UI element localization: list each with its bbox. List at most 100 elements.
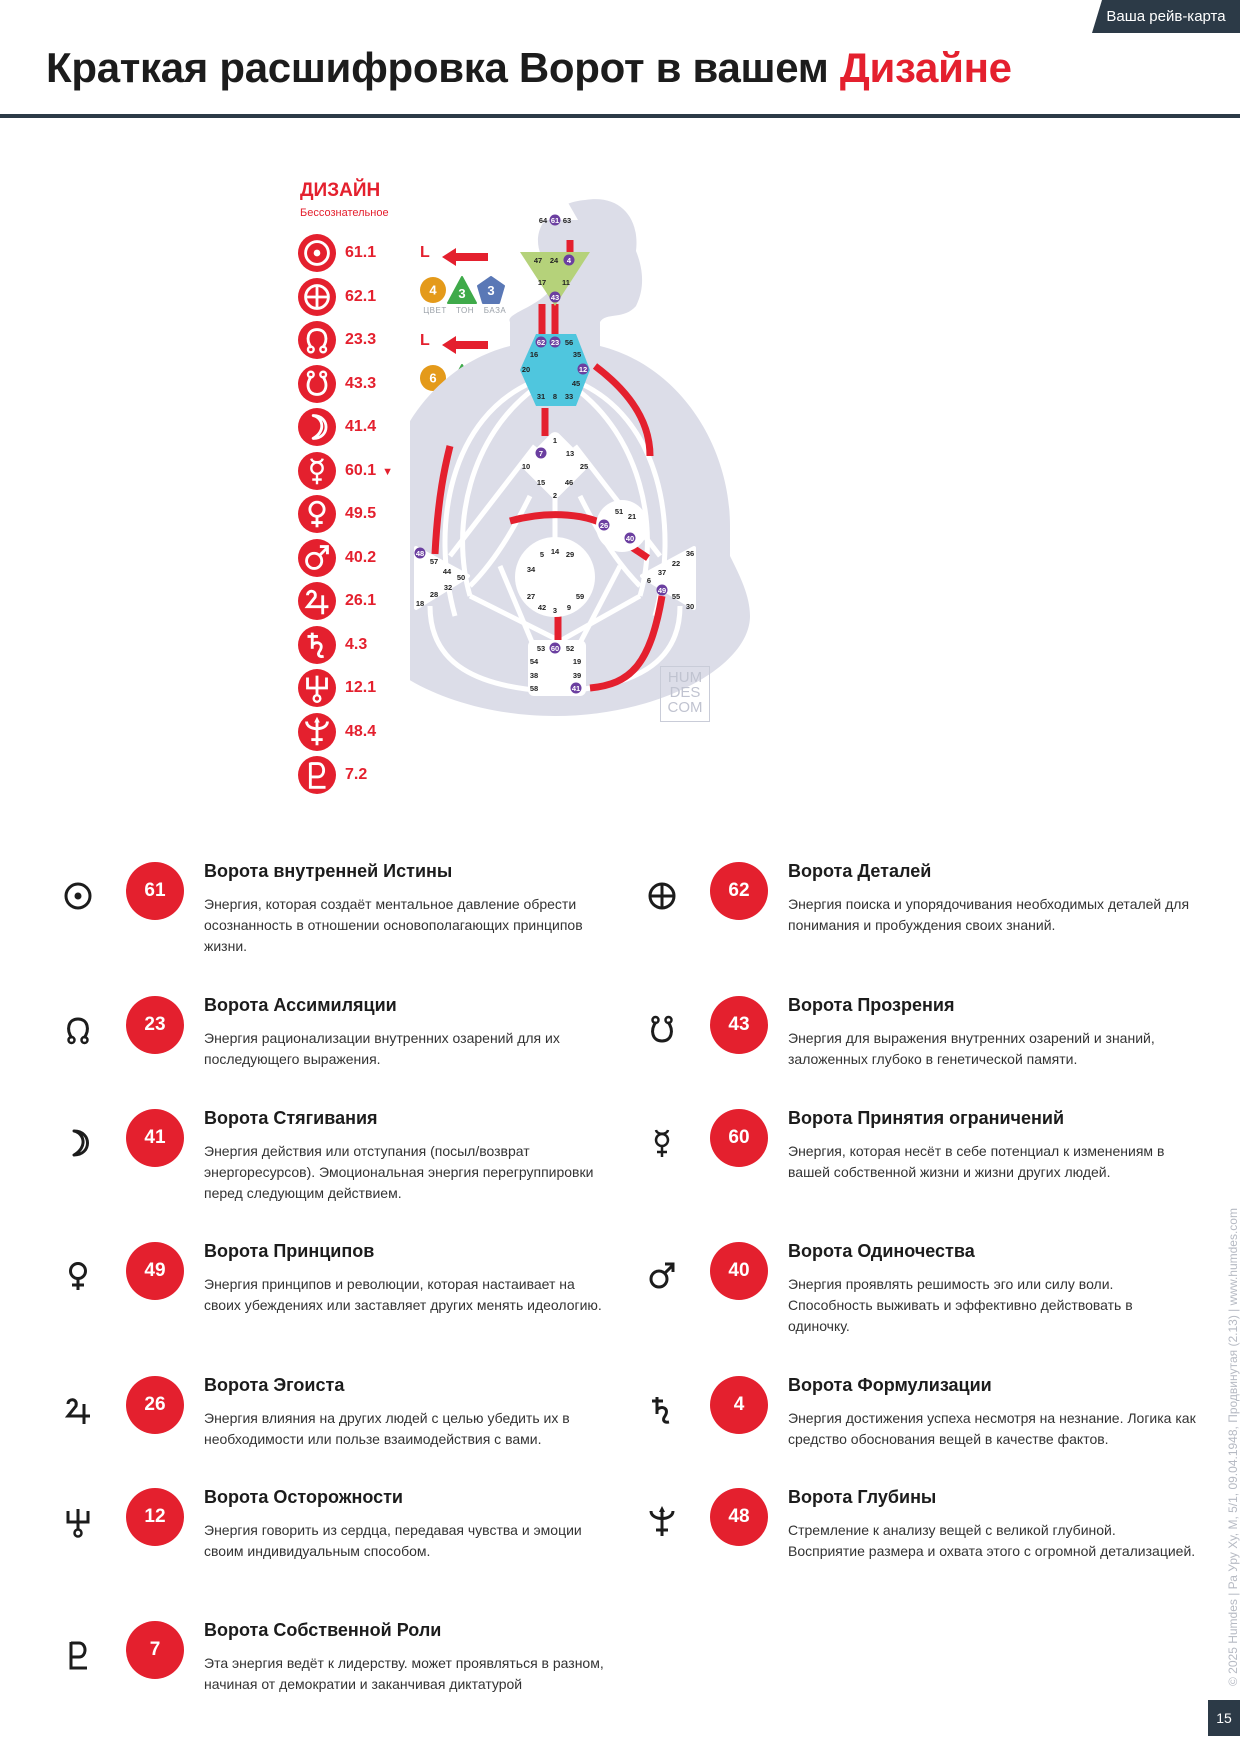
- activation-value: 43.3: [345, 374, 377, 392]
- neptune-icon: [649, 1504, 675, 1538]
- gate-label: 6: [647, 576, 651, 585]
- activation-value: 4.3: [345, 635, 368, 653]
- gate-label: 11: [562, 278, 570, 287]
- gate-label: 38: [530, 671, 538, 680]
- gate-description: Стремление к анализу вещей с великой глу…: [788, 1522, 1196, 1559]
- gate-label: 8: [553, 392, 557, 401]
- gate-description: Энергия рационализации внутренних озарен…: [204, 1030, 560, 1067]
- gate-label: 61: [551, 216, 559, 225]
- solar-plexus-center: [640, 546, 696, 610]
- gate-label: 35: [573, 350, 581, 359]
- gate-label: 28: [430, 590, 438, 599]
- gate-label: 51: [615, 507, 623, 516]
- activation-value: 12.1: [345, 679, 377, 696]
- gate-label: 56: [565, 338, 573, 347]
- gate-card: 40 Ворота Одиночества Энергия проявлять …: [642, 1241, 1182, 1362]
- gate-label: 14: [551, 547, 560, 556]
- gate-label: 40: [626, 534, 634, 543]
- gate-label: 5: [540, 550, 544, 559]
- gate-name: Ворота Принципов: [204, 1241, 375, 1261]
- gate-label: 59: [576, 592, 584, 601]
- gate-label: 58: [530, 684, 538, 693]
- gate-label: 4: [567, 256, 572, 265]
- spleen-center: [414, 546, 470, 610]
- tone-triangle: [447, 276, 477, 304]
- activation-value: 7.2: [345, 766, 368, 783]
- gate-number-badge: 12: [126, 1488, 184, 1546]
- gate-name: Ворота Принятия ограничений: [788, 1108, 1065, 1128]
- gate-label: 23: [551, 338, 559, 347]
- gate-label: 25: [580, 462, 588, 471]
- activation-row: 49.5: [298, 495, 428, 539]
- activation-row: 23.3: [298, 321, 428, 365]
- gate-label: 57: [430, 557, 438, 566]
- neptune-icon: [298, 712, 336, 751]
- activation-row: 61.1: [298, 234, 428, 278]
- gate-label: 62: [537, 338, 545, 347]
- watermark-line: DES: [669, 684, 701, 701]
- gate-label: 10: [522, 462, 530, 471]
- gate-description: Энергия проявлять решимость эго или силу…: [788, 1276, 1133, 1334]
- gate-card: 61 Ворота внутренней Истины Энергия, кот…: [58, 861, 598, 982]
- gate-label: 64: [539, 216, 548, 225]
- gate-name: Ворота Одиночества: [788, 1241, 975, 1261]
- gate-number-badge: 7: [126, 1621, 184, 1679]
- gate-label: 3: [553, 606, 557, 615]
- earth-icon: [648, 882, 676, 910]
- activation-row: 7.2: [298, 756, 428, 800]
- venus-icon: [69, 1262, 87, 1292]
- gate-label: 22: [672, 559, 680, 568]
- gate-name: Ворота Эгоиста: [204, 1375, 345, 1395]
- copyright-vertical: © 2025 Humdes | Ра Уру Ху, М, 5/1, 09.04…: [1226, 1208, 1240, 1686]
- watermark-line: HUM: [667, 669, 703, 686]
- gate-label: 54: [530, 657, 539, 666]
- gate-label: 47: [534, 256, 542, 265]
- gate-card: 43 Ворота Прозрения Энергия для выражени…: [642, 995, 1182, 1116]
- gate-label: 63: [563, 216, 571, 225]
- gate-label: 17: [538, 278, 546, 287]
- gate-label: 49: [658, 586, 666, 595]
- activation-row: 62.1: [298, 277, 428, 322]
- gate-label: 24: [550, 256, 559, 265]
- activation-row: 43.3: [298, 364, 428, 409]
- activation-row: 48.4: [298, 712, 428, 757]
- caption-base: БАЗА: [483, 306, 507, 315]
- gate-label: 26: [600, 521, 608, 530]
- south-node-icon: [651, 1015, 673, 1043]
- gate-number-badge: 41: [126, 1109, 184, 1167]
- gate-name: Ворота Глубины: [788, 1487, 937, 1507]
- gate-card: 62 Ворота Деталей Энергия поиска и упоря…: [642, 861, 1189, 982]
- color-circle: [420, 365, 446, 391]
- gate-label: 12: [579, 365, 587, 374]
- gate-label: 21: [628, 512, 636, 521]
- tone-value: 3: [458, 286, 465, 301]
- gate-number-badge: 60: [710, 1109, 768, 1167]
- gate-card: 41 Ворота Стягивания Энергия действия ил…: [58, 1108, 598, 1229]
- gate-label: 19: [573, 657, 581, 666]
- gate-label: 27: [527, 592, 535, 601]
- activation-value: 41.4: [345, 418, 377, 435]
- gate-card: 26 Ворота Эгоиста Энергия влияния на дру…: [58, 1375, 598, 1496]
- moon-icon: [72, 1129, 89, 1157]
- activation-row: 60.1▼: [298, 451, 428, 496]
- saturn-icon: [650, 1395, 671, 1424]
- mercury-icon: [298, 451, 336, 490]
- line-marker: ▼: [382, 465, 394, 478]
- gate-card: 23 Ворота Ассимиляции Энергия рационализ…: [58, 995, 598, 1116]
- gate-description: Энергия, которая создаёт ментальное давл…: [204, 896, 583, 954]
- page-number: 15: [1208, 1700, 1240, 1736]
- gate-label: 7: [539, 449, 543, 458]
- mercury-icon: [654, 1128, 670, 1159]
- mars-icon: [649, 1262, 675, 1289]
- root-center: [528, 640, 586, 696]
- uranus-icon: [66, 1507, 90, 1538]
- saturn-icon: [298, 625, 336, 664]
- gate-card: 12 Ворота Осторожности Энергия говорить …: [58, 1487, 598, 1608]
- activation-value: 23.3: [345, 331, 377, 348]
- caption-tone: ТОН: [455, 306, 475, 315]
- activation-row: 12.1: [298, 669, 428, 713]
- ajna-center: [520, 252, 590, 306]
- variable-side: L: [420, 244, 430, 261]
- gate-label: 50: [457, 573, 465, 582]
